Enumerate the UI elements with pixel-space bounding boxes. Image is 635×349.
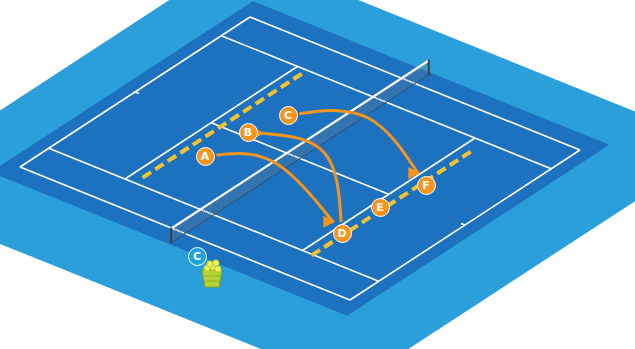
player-marker: E — [371, 198, 390, 217]
player-marker: F — [417, 176, 436, 195]
target-line — [312, 150, 473, 255]
position-letter: C — [284, 110, 292, 121]
position-letter: E — [376, 202, 384, 213]
net — [171, 61, 429, 243]
position-letter: B — [244, 127, 252, 138]
position-letter: A — [201, 151, 210, 162]
coach-marker: C — [188, 247, 207, 266]
player-marker: D — [333, 224, 352, 243]
shot-arrow — [300, 111, 417, 173]
position-letter: D — [337, 228, 346, 239]
player-marker: B — [239, 123, 258, 142]
net-tape — [171, 61, 429, 229]
net-post — [170, 228, 172, 244]
shot-arrow — [262, 133, 341, 220]
court-line — [20, 17, 250, 167]
ball-basket — [202, 260, 222, 287]
court-line — [135, 92, 139, 94]
player-marker: A — [196, 147, 215, 166]
court-line — [350, 150, 580, 300]
shot-arrow — [217, 154, 332, 222]
position-letter: C — [193, 251, 201, 262]
court-line — [461, 223, 465, 225]
player-marker: C — [279, 106, 298, 125]
net-post — [428, 60, 430, 76]
court-surface — [0, 1, 609, 316]
position-letter: F — [422, 180, 430, 191]
